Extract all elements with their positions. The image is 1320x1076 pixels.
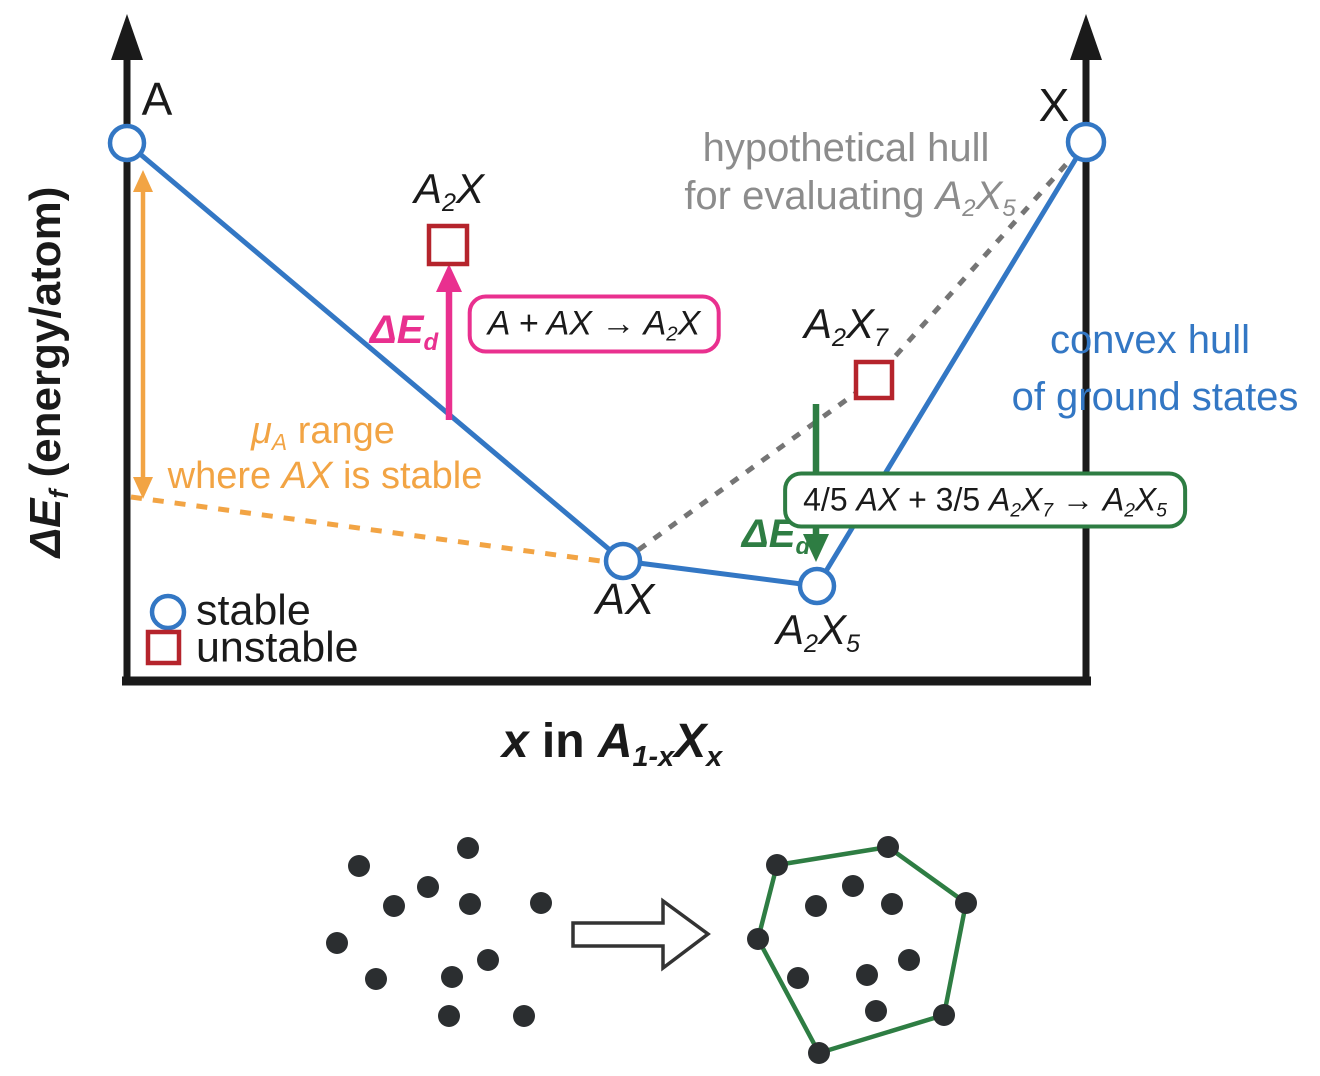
legend-unstable-label: unstable (196, 623, 359, 672)
transform-arrow-icon (571, 897, 711, 972)
legend-unstable-icon (145, 629, 182, 666)
demo-dot (898, 949, 920, 971)
reaction-green-plus: + (899, 481, 936, 518)
demo-dot (933, 1004, 955, 1026)
pink-decomposition-arrow (436, 264, 462, 420)
convex-hull-annotation-line2: of ground states (1011, 375, 1299, 419)
demo-dot (842, 875, 864, 897)
demo-dot (877, 836, 899, 858)
point-x-marker (1065, 121, 1107, 163)
hull-polygon (755, 844, 969, 1056)
point-a2x-marker (426, 223, 470, 267)
y-axis-left-arrowhead (111, 14, 143, 60)
mu-range-line2-post: is stable (332, 455, 483, 498)
hypothetical-hull-line2: for evaluating A2X5 (684, 174, 1016, 223)
demo-dot (747, 928, 769, 950)
demo-dot (766, 854, 788, 876)
mu-range-line1-rest: range (287, 410, 395, 453)
demo-dot (530, 892, 552, 914)
demo-dot (459, 893, 481, 915)
reaction-box-green: 4/5 AX + 3/5 A2X7 → A2X5 (783, 471, 1187, 529)
scatter-dots-group (326, 837, 552, 1027)
mu-range-line2-ax: AX (281, 455, 333, 498)
point-x-label: X (1038, 78, 1070, 131)
legend-stable-icon (149, 593, 187, 631)
demo-dot (856, 964, 878, 986)
x-axis-label-in: in (528, 714, 598, 768)
demo-dot (365, 968, 387, 990)
mu-symbol: μA (251, 410, 288, 455)
demo-dot (808, 1042, 830, 1064)
demo-dot (383, 895, 405, 917)
demo-dot (787, 967, 809, 989)
point-ax-label: AX (595, 574, 655, 624)
mu-range-line1: μA range (251, 410, 395, 455)
demo-dot (477, 949, 499, 971)
hypothetical-hull-line1: hypothetical hull (702, 126, 990, 170)
demo-dot (326, 932, 348, 954)
hypothetical-hull-line2-formula: A2X5 (935, 174, 1016, 223)
mu-range-double-arrow (133, 170, 153, 499)
demo-dot (417, 876, 439, 898)
demo-dot (881, 893, 903, 915)
reaction-green-ax: AX (856, 481, 900, 518)
demo-dot (438, 1005, 460, 1027)
x-axis-label-formula: A1-xXx (597, 714, 723, 773)
reaction-box-pink: A + AX → A2X (467, 294, 721, 354)
reaction-green-coef1: 4/5 (803, 481, 857, 518)
point-a2x7-label: A2X7 (803, 299, 889, 352)
mu-range-line2-pre: where (167, 455, 282, 498)
hull-dots-group (747, 836, 977, 1064)
demo-dot (955, 892, 977, 914)
demo-dot (348, 855, 370, 877)
demo-dot (457, 837, 479, 859)
x-axis-label-var: x (501, 714, 529, 768)
demo-dot (441, 966, 463, 988)
point-a2x7-marker (853, 359, 895, 401)
y-axis-right-arrowhead (1070, 14, 1102, 60)
demo-dot (865, 1000, 887, 1022)
reaction-green-a2x5: A2X5 (1102, 481, 1167, 522)
reaction-green-coef2: 3/5 (935, 481, 990, 518)
convex-hull-annotation-line1: convex hull (1049, 318, 1251, 362)
point-a2x-label: A2X (413, 164, 485, 217)
y-axis-label: ΔEf (energy/atom) (20, 186, 74, 558)
reaction-green-a2x7: A2X7 (989, 481, 1054, 522)
legend-stable-label: stable (196, 586, 311, 635)
delta-ed-pink-label: ΔEd (369, 308, 439, 357)
point-ax-marker (603, 541, 643, 581)
x-axis-label: x in A1-xXx (501, 714, 723, 773)
hypothetical-hull-line2-text: for evaluating (684, 174, 936, 218)
convex-hull-line (125, 140, 1089, 589)
mu-range-dashed-line (130, 494, 609, 565)
point-a-marker (107, 123, 147, 163)
point-a2x5-marker (797, 566, 837, 606)
demo-dot (513, 1005, 535, 1027)
mu-range-line2: where AX is stable (167, 455, 483, 498)
point-a-label: A (141, 72, 173, 125)
y-axis-label-unit: (energy/atom) (20, 186, 70, 490)
reaction-green-arrow: → (1053, 481, 1103, 518)
point-a2x5-label: A2X5 (775, 605, 861, 658)
demo-dot (805, 895, 827, 917)
y-axis-label-symbol: ΔEf (20, 489, 74, 558)
